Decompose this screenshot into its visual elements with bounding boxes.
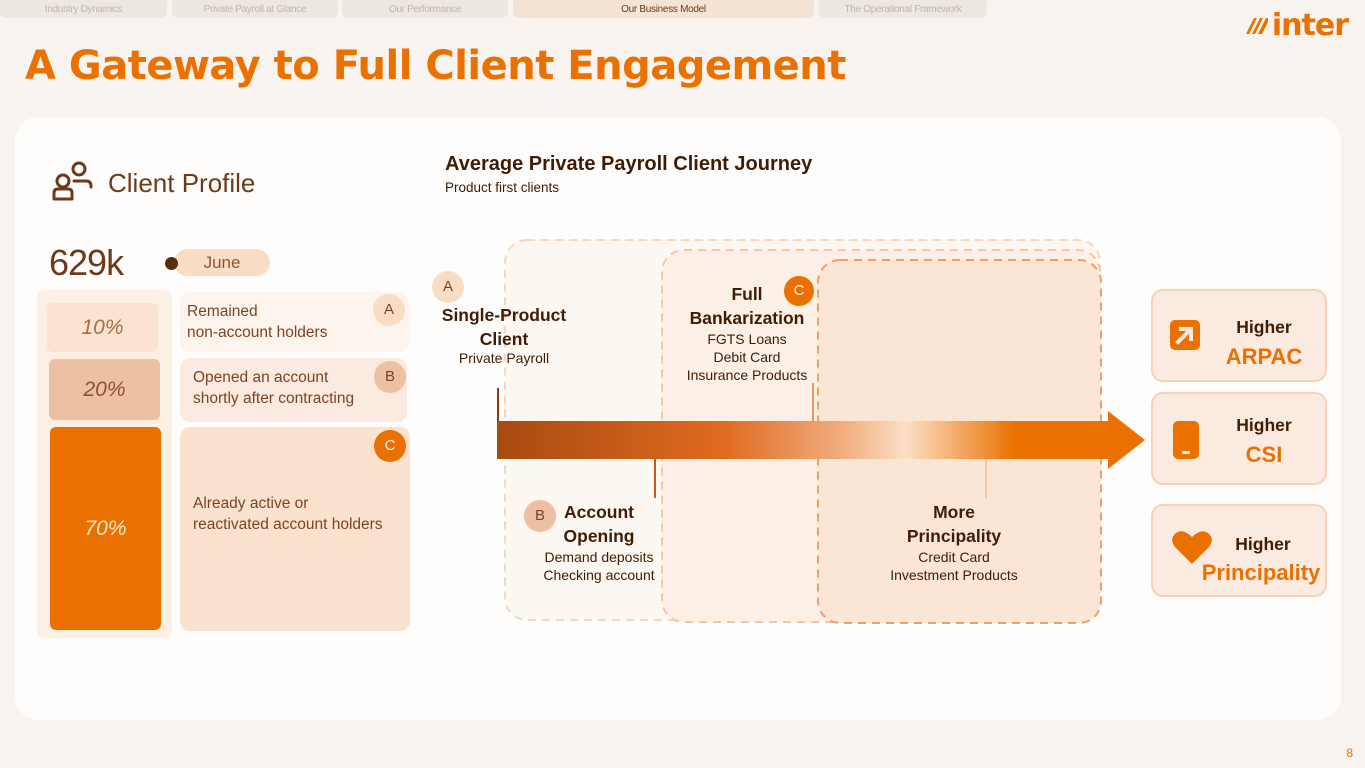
stage-account-opening: Account Opening Demand deposits Checking… — [540, 500, 658, 584]
tab-our-business-model[interactable]: Our Business Model — [513, 0, 814, 18]
stage-b-detail-1: Demand deposits — [544, 549, 654, 565]
stage-d-title-1: More — [933, 502, 975, 522]
stage-a-title-1: Single-Product — [441, 305, 567, 325]
stage-badge-b: B — [524, 500, 556, 532]
segment-share-b: 20% — [49, 359, 160, 420]
segment-desc-c-line1: Already active or — [193, 495, 309, 512]
page-number: 8 — [1346, 746, 1353, 760]
segment-desc-a-line2: non-account holders — [187, 324, 328, 341]
outcome-value-csi: CSI — [1245, 442, 1283, 467]
segment-badge-c: C — [374, 430, 406, 462]
stage-d-detail-1: Credit Card — [918, 549, 990, 565]
outcome-value-arpac: ARPAC — [1225, 344, 1303, 369]
segment-desc-b-line2: shortly after contracting — [193, 390, 355, 407]
stage-c-detail-2: Debit Card — [713, 349, 781, 365]
logo-mark-icon — [1245, 18, 1268, 34]
logo-text: inter — [1271, 7, 1349, 43]
arrow-up-right-icon — [1170, 320, 1200, 350]
journey-subtitle: Product first clients — [445, 180, 560, 195]
segment-share-c: 70% — [50, 427, 161, 630]
outcome-label-principality: Higher — [1235, 534, 1291, 554]
stage-d-title-2: Principality — [906, 526, 1002, 546]
stage-b-title-1: Account — [564, 502, 634, 522]
stage-badge-c: C — [784, 276, 814, 306]
journey-diagram — [497, 239, 1145, 624]
stage-single-product: Single-Product Client Private Payroll — [430, 303, 578, 367]
segment-desc-c: Already active or reactivated account ho… — [180, 427, 410, 631]
stage-b-title-2: Opening — [563, 526, 635, 546]
stage-c-title-1: Full — [731, 284, 763, 304]
stage-full-bankarization: Full Bankarization FGTS Loans Debit Card… — [677, 282, 817, 384]
outcome-principality: Higher Principality — [1151, 504, 1327, 597]
segment-desc-a: Remained non-account holders A — [180, 292, 409, 352]
segment-share-a: 10% — [47, 303, 158, 352]
users-icon — [52, 161, 93, 201]
section-tabs: Industry Dynamics Private Payroll at Gla… — [0, 0, 1000, 18]
page-title: A Gateway to Full Client Engagement — [25, 43, 846, 89]
segment-desc-b-line1: Opened an account — [193, 369, 329, 386]
stage-a-title-2: Client — [479, 329, 529, 349]
journey-arrow — [497, 411, 1145, 469]
tab-operational-framework[interactable]: The Operational Framework — [819, 0, 987, 18]
client-total: 629k — [49, 242, 124, 283]
outcome-arpac: Higher ARPAC — [1151, 289, 1327, 382]
stage-c-detail-3: Insurance Products — [686, 367, 808, 383]
stage-badge-a: A — [432, 271, 464, 303]
stage-c-detail-1: FGTS Loans — [707, 331, 787, 347]
outcome-label-arpac: Higher — [1236, 317, 1292, 337]
inter-logo: inter — [1244, 7, 1349, 43]
phone-icon — [1173, 421, 1199, 459]
stage-b-detail-2: Checking account — [543, 567, 655, 583]
outcome-value-principality: Principality — [1201, 560, 1321, 585]
period-dot — [165, 257, 178, 270]
stage-d-detail-2: Investment Products — [890, 567, 1018, 583]
segment-badge-a: A — [373, 294, 405, 326]
segment-desc-c-line2: reactivated account holders — [193, 516, 383, 533]
period-pill: June — [174, 249, 270, 276]
outcome-csi: Higher CSI — [1151, 392, 1327, 485]
heart-icon — [1172, 531, 1212, 564]
stage-c-title-2: Bankarization — [689, 308, 805, 328]
outcome-label-csi: Higher — [1236, 415, 1292, 435]
tab-our-performance[interactable]: Our Performance — [342, 0, 508, 18]
client-profile-heading: Client Profile — [108, 168, 256, 198]
segment-badge-b: B — [374, 361, 406, 393]
segment-desc-a-line1: Remained — [187, 303, 258, 320]
segment-desc-b: Opened an account shortly after contract… — [180, 358, 407, 422]
stage-a-detail-1: Private Payroll — [458, 350, 550, 366]
journey-title: Average Private Payroll Client Journey — [445, 153, 813, 175]
stage-more-principality: More Principality Credit Card Investment… — [874, 500, 1034, 584]
tab-industry-dynamics[interactable]: Industry Dynamics — [0, 0, 167, 18]
tab-private-payroll-at-glance[interactable]: Private Payroll at Glance — [172, 0, 338, 18]
